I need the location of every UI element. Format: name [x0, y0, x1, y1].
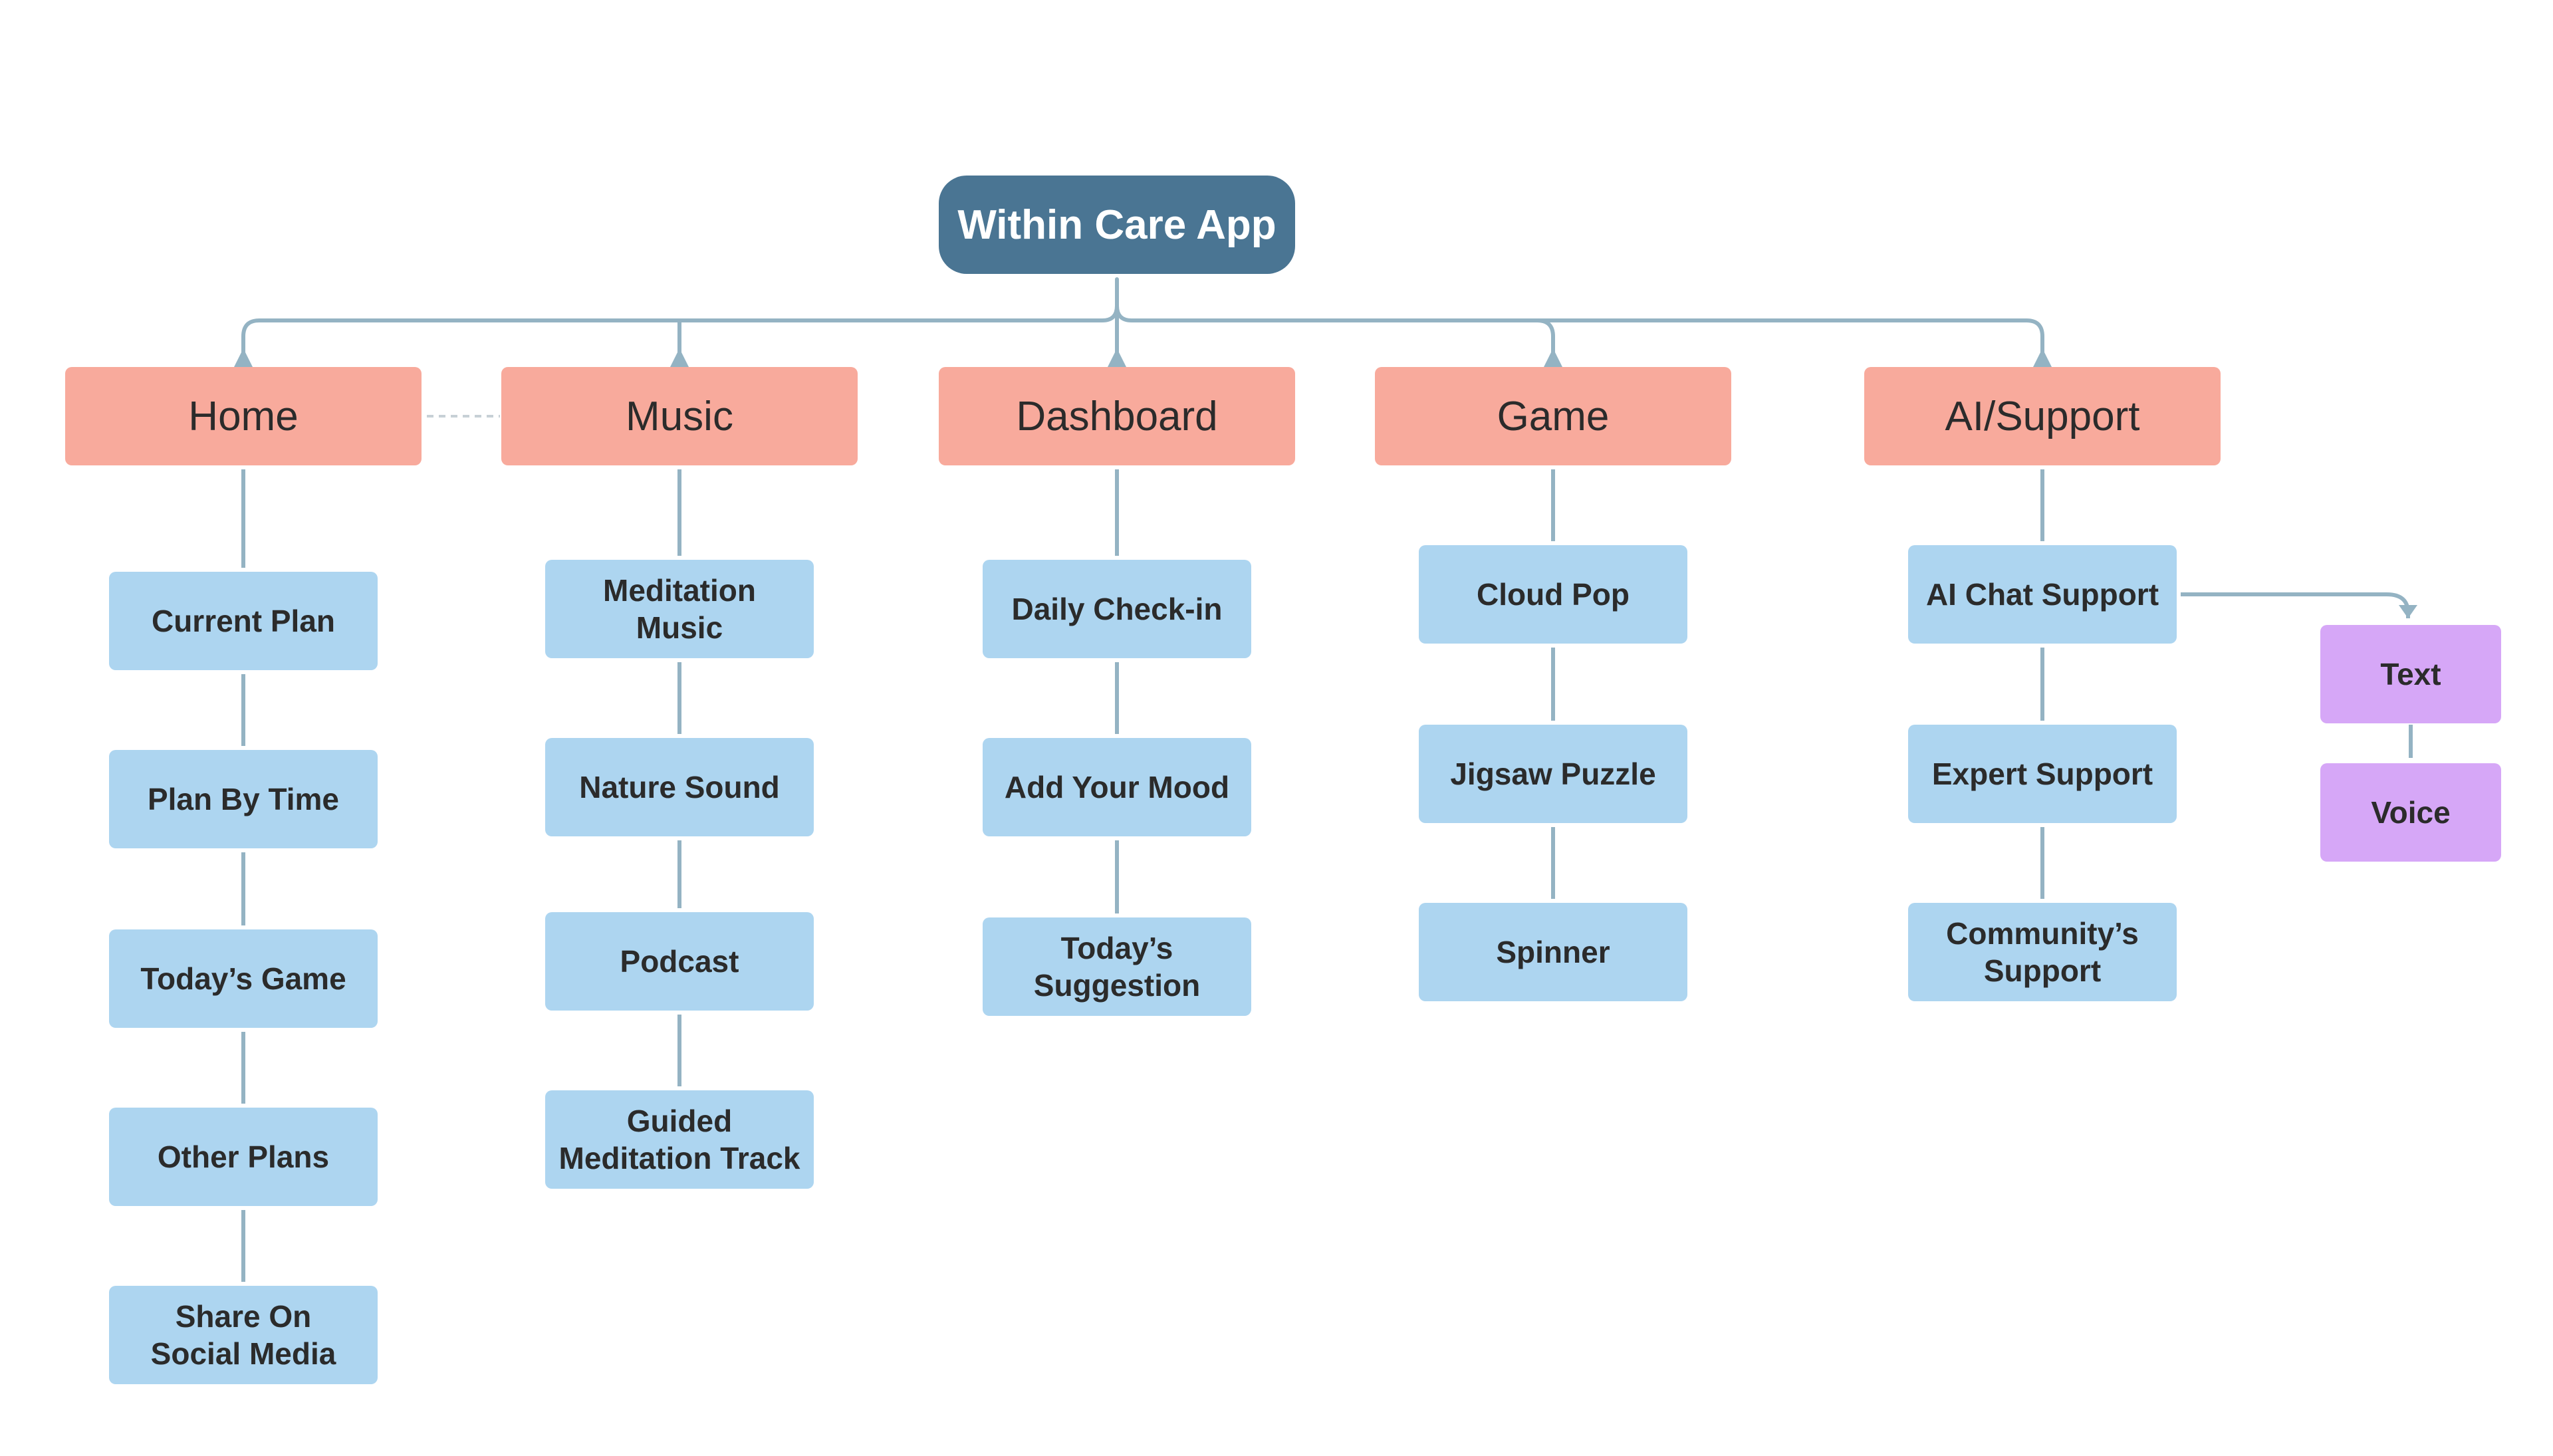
root-node[interactable]: Within Care App: [939, 176, 1295, 274]
node-cloud-pop[interactable]: Cloud Pop: [1419, 545, 1687, 644]
connector-root-game: [1535, 318, 1555, 366]
node-ai-chat-support[interactable]: AI Chat Support: [1908, 545, 2177, 644]
node-plan-by-time[interactable]: Plan By Time: [109, 750, 378, 848]
node-todays-game[interactable]: Today’s Game: [109, 929, 378, 1028]
node-communitys-support[interactable]: Community’s Support: [1908, 903, 2177, 1001]
node-daily-check-in[interactable]: Daily Check-in: [983, 560, 1251, 658]
arrow-head-game: [1544, 348, 1562, 367]
ai-chat-option-voice[interactable]: Voice: [2320, 763, 2501, 862]
node-add-your-mood[interactable]: Add Your Mood: [983, 738, 1251, 836]
section-dashboard[interactable]: Dashboard: [939, 367, 1295, 465]
node-guided-meditation-track[interactable]: Guided Meditation Track: [545, 1090, 814, 1189]
node-other-plans[interactable]: Other Plans: [109, 1108, 378, 1206]
node-current-plan[interactable]: Current Plan: [109, 572, 378, 670]
node-meditation-music[interactable]: Meditation Music: [545, 560, 814, 658]
node-nature-sound[interactable]: Nature Sound: [545, 738, 814, 836]
section-ai-support[interactable]: AI/Support: [1864, 367, 2221, 465]
arrow-head-music: [670, 348, 689, 367]
node-share-on-social-media[interactable]: Share On Social Media: [109, 1286, 378, 1384]
connector-ai-chat-options: [2181, 592, 2410, 618]
node-expert-support[interactable]: Expert Support: [1908, 725, 2177, 823]
arrow-head-ai-support: [2033, 348, 2052, 367]
section-music[interactable]: Music: [501, 367, 858, 465]
ai-chat-option-text[interactable]: Text: [2320, 625, 2501, 723]
section-game[interactable]: Game: [1375, 367, 1731, 465]
node-podcast[interactable]: Podcast: [545, 912, 814, 1011]
arrow-head-dashboard: [1108, 348, 1126, 367]
node-spinner[interactable]: Spinner: [1419, 903, 1687, 1001]
connector-root-game-ai: [1115, 304, 2044, 366]
node-jigsaw-puzzle[interactable]: Jigsaw Puzzle: [1419, 725, 1687, 823]
arrow-head-ai-chat-options: [2399, 605, 2417, 618]
node-todays-suggestion[interactable]: Today’s Suggestion: [983, 917, 1251, 1016]
section-home[interactable]: Home: [65, 367, 422, 465]
arrow-head-home: [234, 348, 253, 367]
